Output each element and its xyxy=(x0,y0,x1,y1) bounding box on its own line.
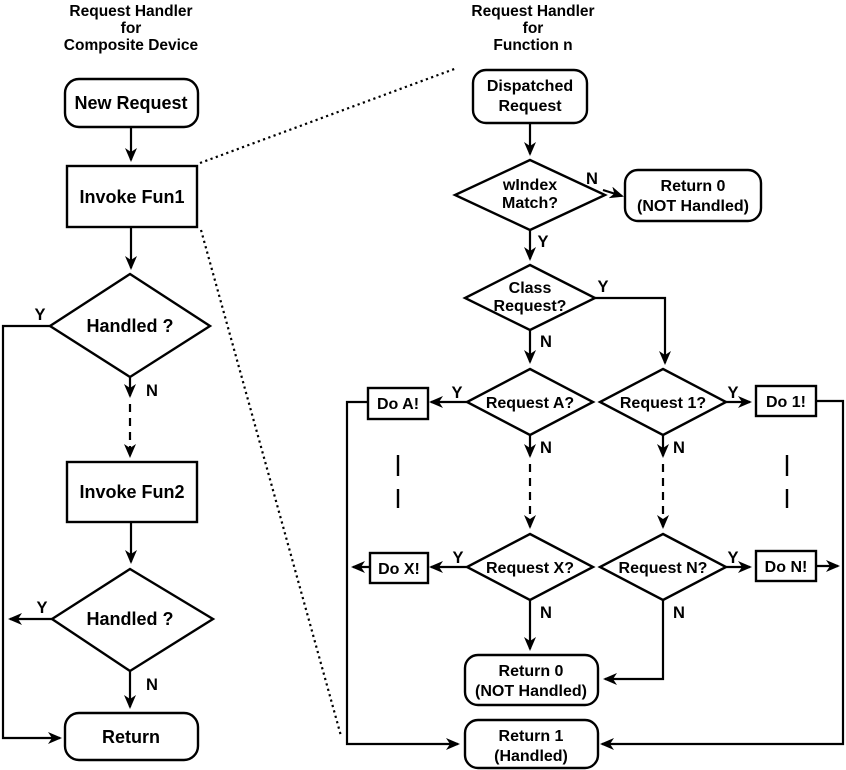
label-requesta-yes: Y xyxy=(451,384,462,402)
node-request-a-label: Request A? xyxy=(486,395,574,412)
node-return-0-bottom-line2: (NOT Handled) xyxy=(475,683,587,700)
right-flowchart: Request Handler for Function n Dispatche… xyxy=(345,3,845,770)
node-request-a xyxy=(464,367,596,437)
node-class-request xyxy=(462,263,598,332)
label-requestn-no: N xyxy=(673,604,685,622)
node-do-a-label: Do A! xyxy=(377,396,419,413)
node-handled-1 xyxy=(47,272,213,379)
right-title-line-2: for xyxy=(523,20,544,37)
node-request-1-label: Request 1? xyxy=(620,395,706,412)
node-return-0-top xyxy=(623,168,763,223)
label-request1-no: N xyxy=(673,439,685,457)
node-new-request xyxy=(63,77,200,129)
left-flowchart: Request Handler for Composite Device New… xyxy=(1,3,216,762)
label-requestn-yes: Y xyxy=(727,549,738,567)
node-return-1 xyxy=(463,718,600,770)
node-invoke-fun2 xyxy=(65,460,199,524)
node-return-1-line2: (Handled) xyxy=(494,748,568,765)
label-handled1-no: N xyxy=(146,382,158,400)
label-requesta-no: N xyxy=(540,439,552,457)
node-class-request-line2: Request? xyxy=(494,298,567,315)
node-return-1-line1: Return 1 xyxy=(499,728,564,745)
node-do-n xyxy=(754,549,818,583)
label-class-no: N xyxy=(540,333,552,351)
edge-do1-rail-to-return1 xyxy=(600,399,845,750)
label-request1-yes: Y xyxy=(727,384,738,402)
node-return-0-top-line2: (NOT Handled) xyxy=(637,198,749,215)
node-handled-2-label: Handled ? xyxy=(86,609,173,629)
edge-doa-rail-to-return1 xyxy=(345,400,460,750)
node-invoke-fun1-label: Invoke Fun1 xyxy=(79,187,184,207)
node-class-request-line1: Class xyxy=(509,280,552,297)
node-request-n-label: Request N? xyxy=(619,560,708,577)
left-title-line-2: for xyxy=(121,20,142,37)
label-handled2-no: N xyxy=(146,676,158,694)
node-return-0-bottom xyxy=(463,653,600,707)
node-do-a xyxy=(366,386,430,421)
node-dispatched-request-line1: Dispatched xyxy=(487,78,573,95)
edge-requestn-no-to-return0 xyxy=(603,600,665,685)
edge-class-yes-to-request1 xyxy=(595,296,671,365)
label-handled1-yes: Y xyxy=(34,306,45,324)
edge-handled1-yes-rail-to-return xyxy=(1,324,62,744)
node-return xyxy=(63,711,200,762)
label-requestx-yes: Y xyxy=(452,549,463,567)
node-do-1-label: Do 1! xyxy=(766,394,806,411)
node-windex-match-line2: Match? xyxy=(502,195,558,212)
right-title-line-1: Request Handler xyxy=(471,3,594,20)
node-do-1 xyxy=(754,384,818,418)
label-windex-yes: Y xyxy=(537,233,548,251)
node-do-n-label: Do N! xyxy=(765,559,808,576)
node-request-n xyxy=(597,532,729,602)
edge-windex-no-to-return0top xyxy=(602,186,624,199)
label-handled2-yes: Y xyxy=(36,599,47,617)
node-dispatched-request-line2: Request xyxy=(498,98,562,115)
label-class-yes: Y xyxy=(597,278,608,296)
node-invoke-fun2-label: Invoke Fun2 xyxy=(79,482,184,502)
right-title-line-3: Function n xyxy=(493,37,572,54)
node-new-request-label: New Request xyxy=(74,93,187,113)
node-do-x xyxy=(368,551,430,585)
node-request-x xyxy=(464,532,596,602)
expansion-connector-top xyxy=(199,66,458,165)
label-requestx-no: N xyxy=(540,604,552,622)
node-return-0-bottom-line1: Return 0 xyxy=(499,663,564,680)
node-windex-match-line1: wIndex xyxy=(502,177,557,194)
node-dispatched-request xyxy=(471,68,589,125)
node-request-1 xyxy=(597,367,729,437)
left-title-line-3: Composite Device xyxy=(64,37,199,54)
expansion-connector-bottom xyxy=(199,229,343,737)
node-invoke-fun1 xyxy=(65,164,199,229)
node-windex-match xyxy=(452,158,608,232)
node-do-x-label: Do X! xyxy=(378,561,420,578)
node-handled-1-label: Handled ? xyxy=(86,316,173,336)
node-request-x-label: Request X? xyxy=(486,560,574,577)
label-windex-no: N xyxy=(586,170,598,188)
node-return-label: Return xyxy=(102,727,160,747)
left-title-line-1: Request Handler xyxy=(69,3,192,20)
node-return-0-top-line1: Return 0 xyxy=(661,178,726,195)
node-handled-2 xyxy=(49,567,216,673)
